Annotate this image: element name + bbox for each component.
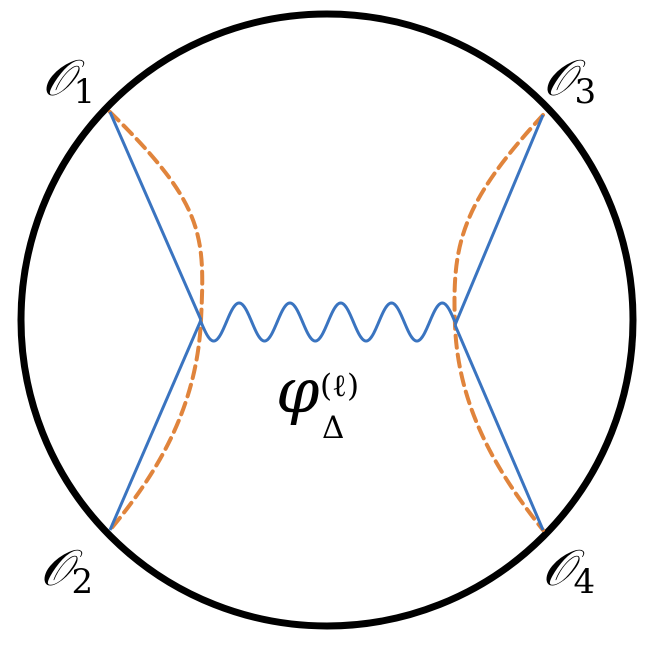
geodesic-left-dashed — [108, 110, 205, 532]
propagator-o1 — [108, 111, 203, 321]
propagator-o2 — [108, 319, 203, 531]
exchange-field-label: φ (ℓ) Δ — [276, 354, 359, 446]
exchange-field-symbol: φ — [276, 354, 320, 427]
exchange-field-dimension: Δ — [322, 410, 344, 446]
exchange-field-spin: (ℓ) — [320, 368, 359, 404]
operator-label-o4: 𝒪4 — [542, 539, 595, 602]
geodesic-right-dashed — [452, 113, 545, 532]
exchange-propagator-wave — [199, 301, 457, 343]
operator-label-o3: 𝒪3 — [543, 49, 596, 112]
propagator-o4 — [453, 324, 545, 531]
boundary-circle — [17, 10, 637, 630]
operator-label-o2: 𝒪2 — [40, 539, 93, 602]
operator-label-o1: 𝒪1 — [42, 49, 95, 112]
propagator-o3 — [453, 114, 545, 326]
